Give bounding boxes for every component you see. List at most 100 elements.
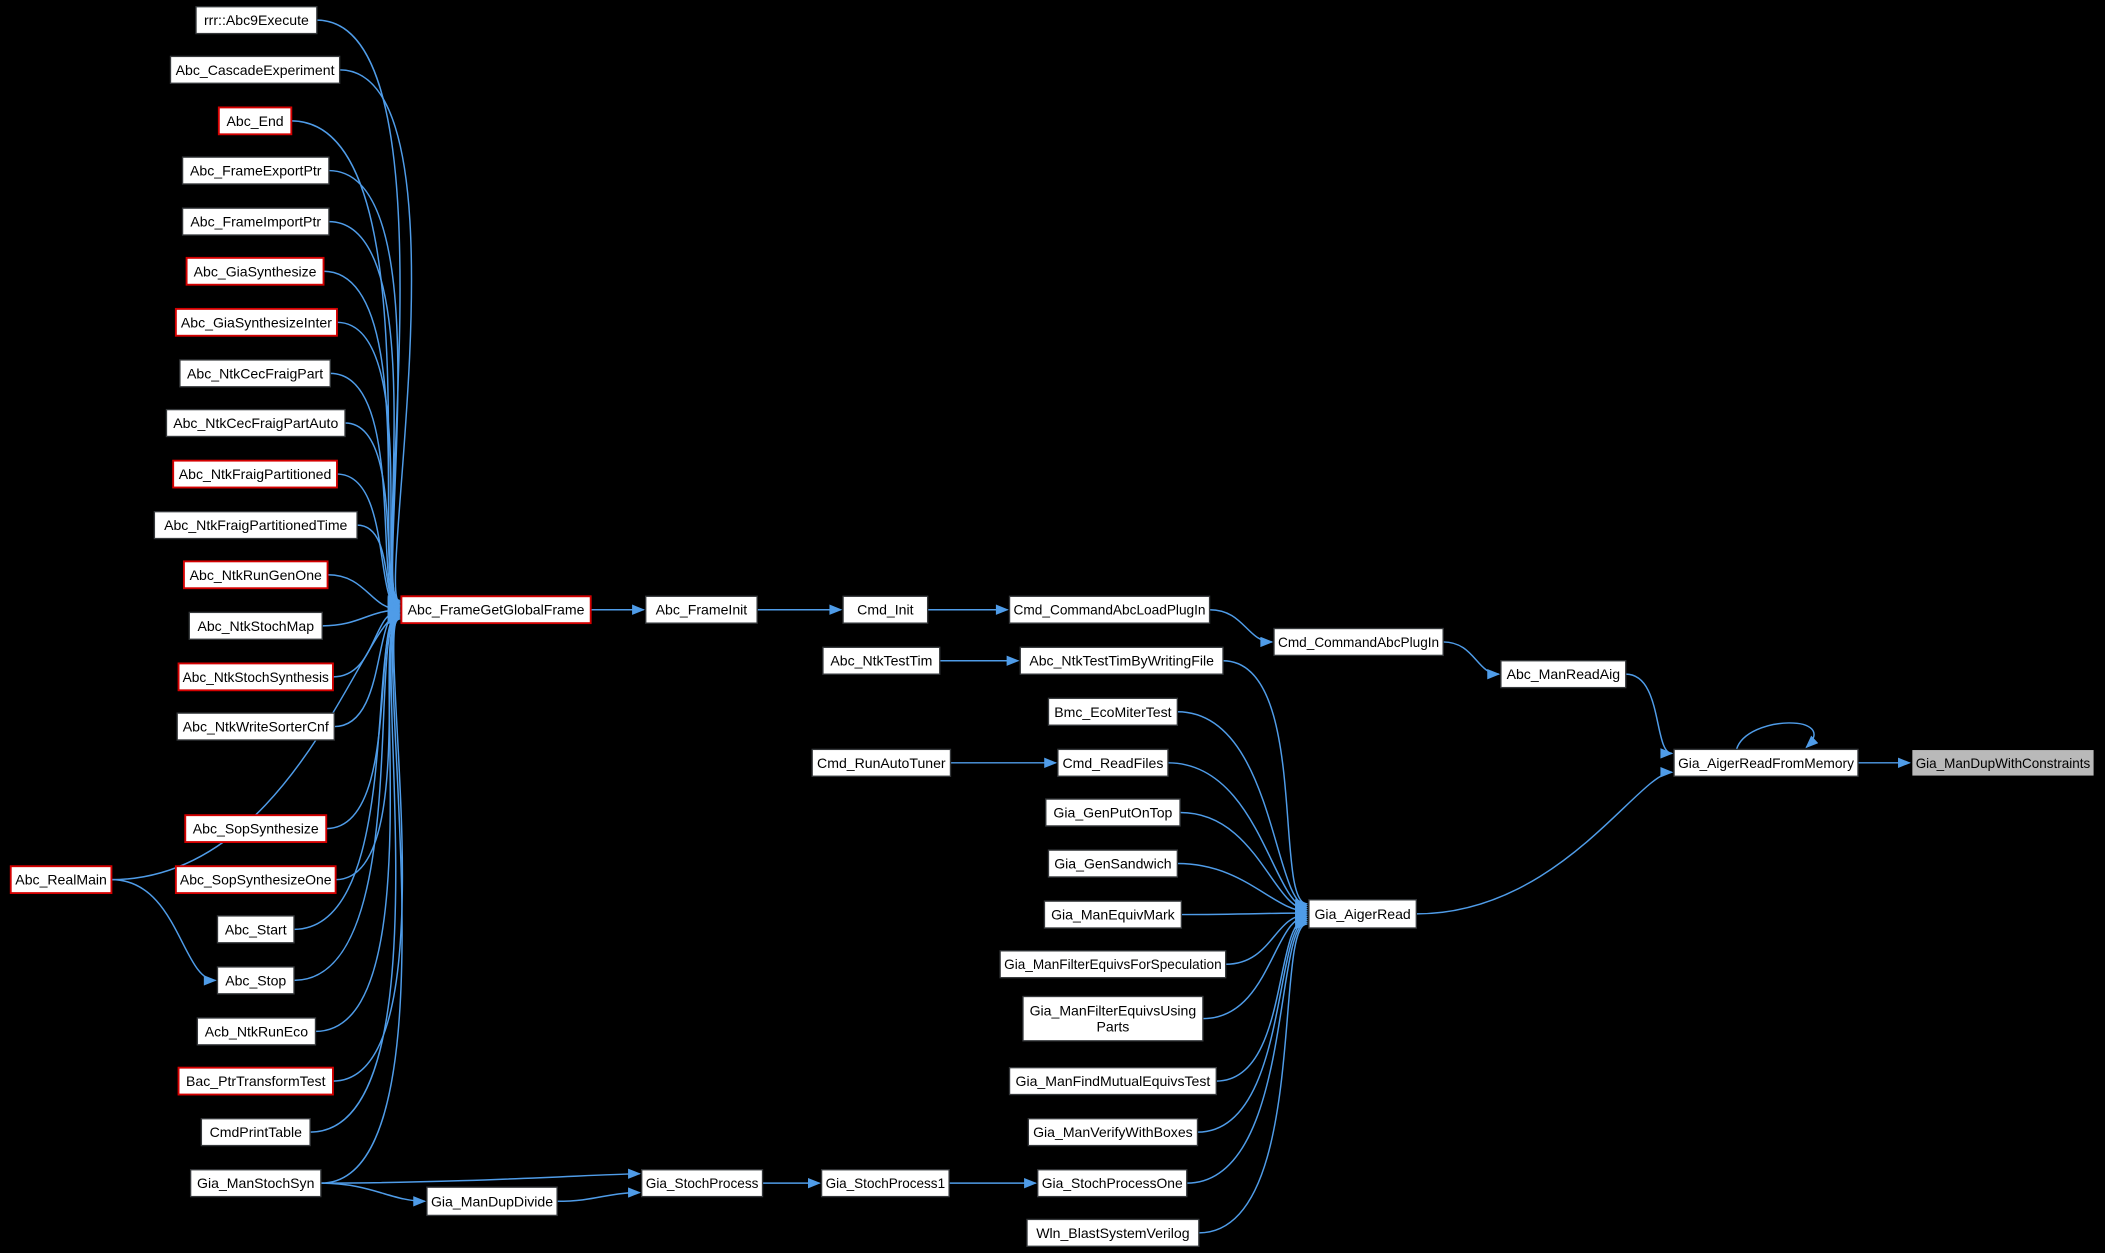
- node-Abc_End[interactable]: Abc_End: [217, 106, 293, 136]
- edge-Abc_NtkCecFraigPartAuto-to-Abc_FrameGetGlobalFrame: [345, 422, 401, 612]
- node-label: Gia_StochProcess: [646, 1175, 759, 1191]
- edge-Gia_ManStochSyn-to-Gia_StochProcess: [320, 1168, 641, 1184]
- node-Acb_NtkRunEco[interactable]: Acb_NtkRunEco: [196, 1017, 317, 1046]
- node-Gia_StochProcess[interactable]: Gia_StochProcess: [641, 1169, 764, 1198]
- node-Cmd_RunAutoTuner[interactable]: Cmd_RunAutoTuner: [811, 748, 952, 777]
- node-Abc_NtkFraigPartitioned[interactable]: Abc_NtkFraigPartitioned: [172, 459, 338, 489]
- node-Abc_Stop[interactable]: Abc_Stop: [216, 966, 295, 995]
- node-label: Gia_ManDupWithConstraints: [1916, 755, 2091, 771]
- edge-Abc_ManReadAig-to-Gia_AigerReadFromMemory: [1625, 673, 1674, 759]
- node-label: Abc_Stop: [225, 972, 286, 988]
- node-label: Abc_GiaSynthesize: [194, 263, 317, 279]
- node-Abc_NtkStochMap[interactable]: Abc_NtkStochMap: [188, 611, 323, 640]
- node-label: Abc_NtkFraigPartitionedTime: [164, 517, 347, 533]
- node-box: [1047, 697, 1179, 726]
- node-box: [176, 712, 335, 741]
- node-Abc_NtkRunGenOne[interactable]: Abc_NtkRunGenOne: [182, 560, 329, 590]
- node-label: Abc_GiaSynthesizeInter: [181, 314, 332, 330]
- node-rrr_Abc9Execute[interactable]: rrr::Abc9Execute: [195, 6, 318, 35]
- node-Bmc_EcoMiterTest[interactable]: Bmc_EcoMiterTest: [1047, 697, 1179, 726]
- edge-Gia_GenSandwich-to-Gia_AigerRead: [1177, 862, 1309, 917]
- edge-CmdPrintTable-to-Abc_FrameGetGlobalFrame: [310, 613, 401, 1133]
- edge-Gia_GenPutOnTop-to-Gia_AigerRead: [1180, 811, 1309, 915]
- node-box: [1008, 1066, 1217, 1096]
- node-box: [185, 256, 325, 286]
- node-Gia_AigerReadFromMemory[interactable]: Gia_AigerReadFromMemory: [1673, 748, 1859, 777]
- node-box: [196, 1017, 317, 1046]
- node-Gia_ManDupWithConstraints[interactable]: Gia_ManDupWithConstraints: [1911, 748, 2095, 777]
- node-label: Cmd_RunAutoTuner: [817, 755, 946, 771]
- node-Gia_ManFilterEquivsForSpeculation[interactable]: Gia_ManFilterEquivsForSpeculation: [999, 950, 1227, 979]
- node-Abc_NtkCecFraigPartAuto[interactable]: Abc_NtkCecFraigPartAuto: [165, 408, 346, 438]
- node-Cmd_Init[interactable]: Cmd_Init: [842, 595, 929, 624]
- node-Abc_CascadeExperiment[interactable]: Abc_CascadeExperiment: [169, 55, 341, 84]
- node-Abc_FrameGetGlobalFrame[interactable]: Abc_FrameGetGlobalFrame: [400, 595, 592, 625]
- node-Gia_GenSandwich[interactable]: Gia_GenSandwich: [1047, 849, 1179, 878]
- node-Gia_ManVerifyWithBoxes[interactable]: Gia_ManVerifyWithBoxes: [1027, 1118, 1199, 1147]
- node-box: [820, 1169, 950, 1198]
- node-Gia_AigerRead[interactable]: Gia_AigerRead: [1308, 899, 1417, 929]
- node-label: Gia_ManVerifyWithBoxes: [1033, 1124, 1193, 1140]
- node-label: Parts: [1096, 1019, 1129, 1035]
- node-Gia_StochProcess1[interactable]: Gia_StochProcess1: [820, 1169, 950, 1198]
- edge-Bac_PtrTransformTest-to-Abc_FrameGetGlobalFrame: [332, 612, 404, 1082]
- node-Gia_GenPutOnTop[interactable]: Gia_GenPutOnTop: [1045, 798, 1181, 827]
- node-box: [822, 646, 941, 675]
- node-Wln_BlastSystemVerilog[interactable]: Wln_BlastSystemVerilog: [1026, 1218, 1200, 1247]
- node-Abc_SopSynthesizeOne[interactable]: Abc_SopSynthesizeOne: [174, 865, 337, 895]
- node-Abc_NtkFraigPartitionedTime[interactable]: Abc_NtkFraigPartitionedTime: [153, 511, 358, 540]
- node-label: Gia_ManDupDivide: [431, 1193, 553, 1209]
- node-box: [842, 595, 929, 624]
- node-Abc_GiaSynthesizeInter[interactable]: Abc_GiaSynthesizeInter: [174, 307, 338, 337]
- node-Gia_ManDupDivide[interactable]: Gia_ManDupDivide: [426, 1186, 558, 1217]
- node-Abc_NtkTestTimByWritingFile[interactable]: Abc_NtkTestTimByWritingFile: [1019, 646, 1224, 675]
- node-Cmd_CommandAbcLoadPlugIn[interactable]: Cmd_CommandAbcLoadPlugIn: [1008, 595, 1211, 624]
- node-Abc_NtkCecFraigPart[interactable]: Abc_NtkCecFraigPart: [179, 359, 331, 388]
- node-box: [1673, 748, 1859, 777]
- node-label: rrr::Abc9Execute: [204, 12, 309, 28]
- node-box: [811, 748, 952, 777]
- node-Bac_PtrTransformTest[interactable]: Bac_PtrTransformTest: [177, 1066, 334, 1096]
- node-box: [641, 1169, 764, 1198]
- node-Abc_NtkTestTim[interactable]: Abc_NtkTestTim: [822, 646, 941, 675]
- node-label: Acb_NtkRunEco: [205, 1023, 308, 1039]
- node-Abc_Start[interactable]: Abc_Start: [216, 915, 295, 944]
- node-Abc_FrameExportPtr[interactable]: Abc_FrameExportPtr: [181, 156, 330, 185]
- edge-Gia_AigerReadFromMemory-to-Gia_AigerReadFromMemory: [1735, 722, 1819, 750]
- node-label: Abc_NtkStochSynthesis: [183, 669, 329, 685]
- node-label: CmdPrintTable: [210, 1124, 302, 1140]
- node-Abc_FrameImportPtr[interactable]: Abc_FrameImportPtr: [181, 207, 330, 236]
- edge-Gia_StochProcessOne-to-Gia_AigerRead: [1186, 917, 1309, 1184]
- node-label: Abc_NtkStochMap: [197, 618, 314, 634]
- edge-Gia_ManStochSyn-to-Abc_FrameGetGlobalFrame: [320, 614, 403, 1184]
- node-label: Abc_RealMain: [15, 872, 107, 888]
- node-box: [1057, 748, 1169, 777]
- node-Abc_ManReadAig[interactable]: Abc_ManReadAig: [1500, 660, 1627, 689]
- node-Gia_ManFindMutualEquivsTest[interactable]: Gia_ManFindMutualEquivsTest: [1008, 1066, 1217, 1096]
- node-Abc_NtkWriteSorterCnf[interactable]: Abc_NtkWriteSorterCnf: [176, 712, 335, 741]
- node-Abc_FrameInit[interactable]: Abc_FrameInit: [645, 595, 758, 624]
- node-Gia_ManStochSyn[interactable]: Gia_ManStochSyn: [189, 1169, 322, 1198]
- node-label: Bac_PtrTransformTest: [186, 1073, 326, 1089]
- node-Cmd_CommandAbcPlugIn[interactable]: Cmd_CommandAbcPlugIn: [1273, 627, 1444, 657]
- node-Abc_NtkStochSynthesis[interactable]: Abc_NtkStochSynthesis: [177, 662, 334, 692]
- node-box: [1022, 995, 1204, 1042]
- node-Abc_RealMain[interactable]: Abc_RealMain: [9, 865, 113, 895]
- node-label: Abc_ManReadAig: [1507, 666, 1620, 682]
- node-box: [1027, 1118, 1199, 1147]
- node-CmdPrintTable[interactable]: CmdPrintTable: [200, 1118, 311, 1147]
- node-label: Bmc_EcoMiterTest: [1054, 704, 1171, 720]
- node-label: Gia_ManFilterEquivsForSpeculation: [1004, 956, 1221, 972]
- node-Cmd_ReadFiles[interactable]: Cmd_ReadFiles: [1057, 748, 1169, 777]
- node-Abc_GiaSynthesize[interactable]: Abc_GiaSynthesize: [185, 256, 325, 286]
- node-Gia_StochProcessOne[interactable]: Gia_StochProcessOne: [1037, 1169, 1188, 1198]
- node-Gia_ManEquivMark[interactable]: Gia_ManEquivMark: [1043, 900, 1183, 929]
- node-box: [184, 814, 328, 843]
- node-box: [179, 359, 331, 388]
- node-box: [188, 611, 323, 640]
- node-Abc_SopSynthesize[interactable]: Abc_SopSynthesize: [184, 814, 328, 843]
- edge-Bmc_EcoMiterTest-to-Gia_AigerRead: [1177, 711, 1309, 911]
